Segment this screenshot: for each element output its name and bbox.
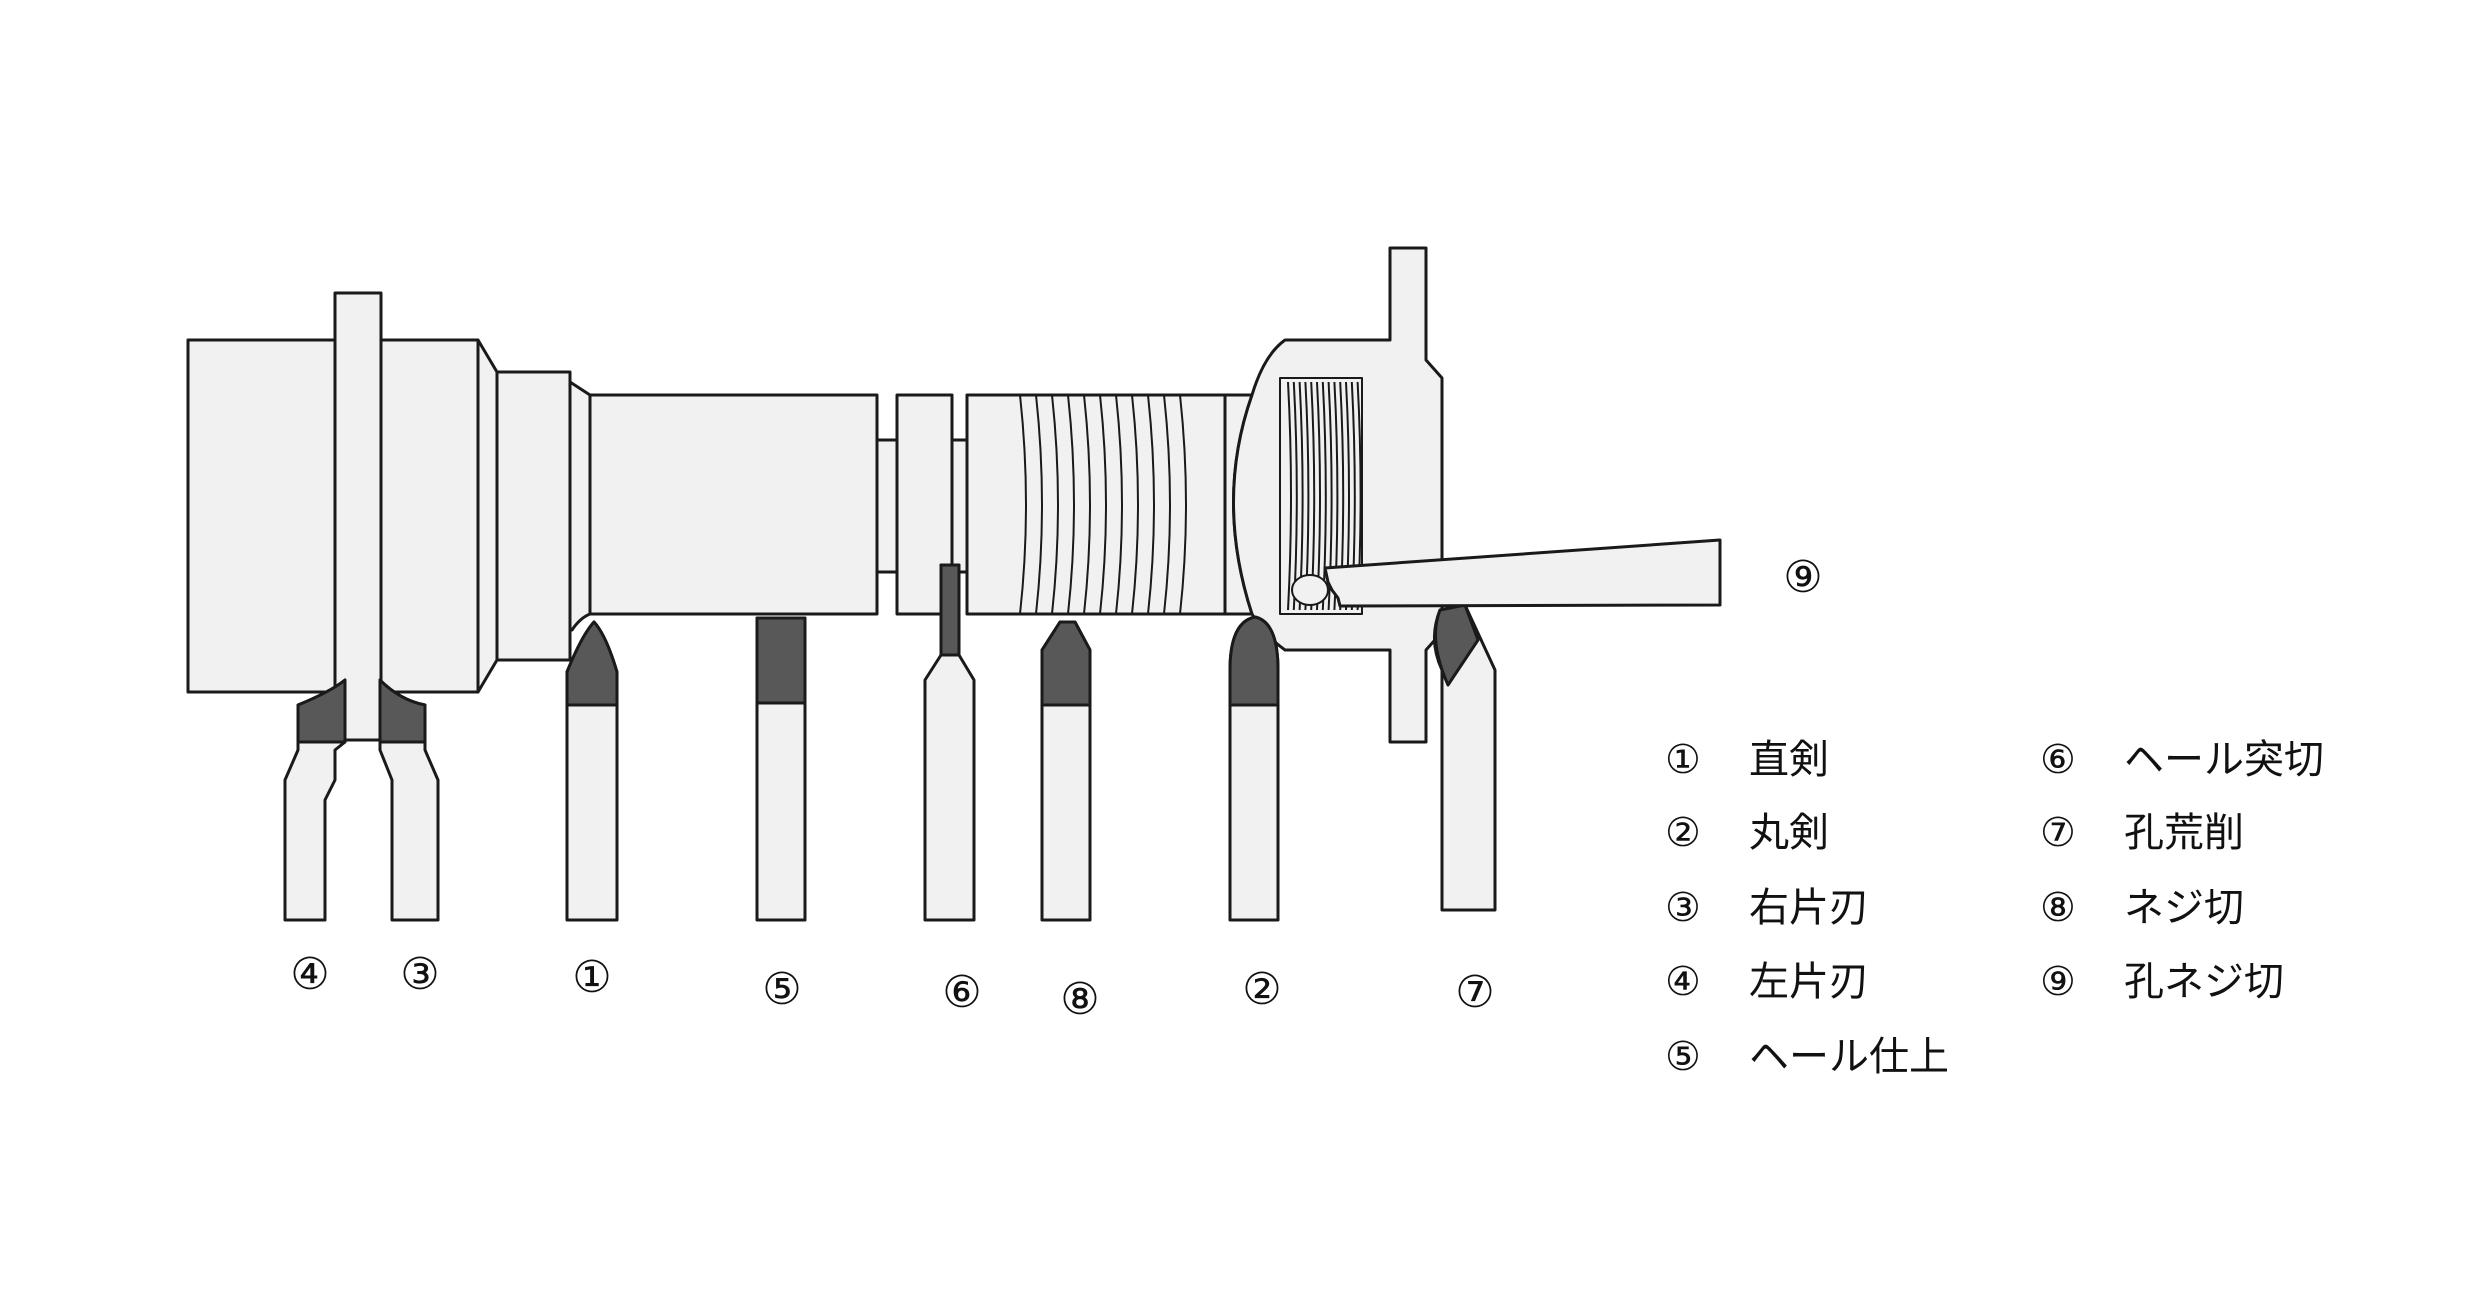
legend-item: ⑥ ヘール突切: [2040, 740, 2324, 780]
thread-line: [1147, 394, 1155, 615]
legend-number: ⑦: [2040, 810, 2076, 856]
tool-5-tip: [755, 616, 807, 705]
thread-line: [1179, 394, 1187, 615]
thread-line: [1099, 394, 1107, 615]
neck-2: [950, 438, 969, 574]
legend-label: 右片刃: [1749, 885, 1869, 931]
thread-line: [1163, 394, 1171, 615]
thread-line: [1083, 394, 1091, 615]
legend-item: ⑨ 孔ネジ切: [2040, 962, 2284, 1002]
legend-label: 直剣: [1749, 737, 1829, 783]
tool-1-straight: [565, 620, 619, 922]
legend-label: ネジ切: [2124, 885, 2244, 931]
bore-thread-line: [1287, 381, 1292, 611]
legend-number: ③: [1665, 885, 1701, 931]
legend-number: ⑧: [2040, 885, 2076, 931]
legend-item: ② 丸剣: [1665, 813, 1829, 853]
legend-label: ヘール突切: [2124, 737, 2324, 783]
tool-number-9: ⑨: [1783, 552, 1823, 603]
legend-label: 孔荒削: [2124, 810, 2244, 856]
tool-8-tip: [1040, 620, 1092, 707]
tool-7-bore-rough: [1433, 603, 1497, 912]
tool-number-1: ①: [572, 952, 612, 1003]
large-cylinder: [186, 338, 480, 694]
tool-6-heel-parting: [923, 563, 976, 922]
legend-number: ⑥: [2040, 737, 2076, 783]
tool-3-right-side: [378, 678, 440, 922]
thread-line: [1067, 394, 1075, 615]
tool-number-3: ③: [400, 949, 440, 1000]
legend-number: ④: [1665, 959, 1701, 1005]
tool-6-tip: [939, 563, 961, 657]
external-thread: [1019, 394, 1187, 615]
legend-number: ⑨: [2040, 959, 2076, 1005]
tool-4-tip: [296, 678, 347, 744]
legend-number: ②: [1665, 810, 1701, 856]
tool-number-2: ②: [1242, 964, 1282, 1015]
tool-4-left-side: [283, 291, 383, 922]
thread-line: [1051, 394, 1059, 615]
tool-5-heel-finish: [755, 616, 807, 922]
workpiece: [186, 246, 1444, 744]
tool-2-round: [1228, 615, 1280, 922]
thread-line: [1115, 394, 1123, 615]
tool-number-4: ④: [290, 949, 330, 1000]
legend-item: ① 直剣: [1665, 740, 1829, 780]
legend-label: 孔ネジ切: [2124, 959, 2284, 1005]
thread-line: [1035, 394, 1043, 615]
neck-1: [875, 438, 899, 574]
tool-4-flange: [333, 291, 383, 742]
step-section: [495, 370, 572, 662]
legend-item: ③ 右片刃: [1665, 888, 1869, 928]
legend-label: 丸剣: [1749, 810, 1829, 856]
tool-9-bore-threading: [1291, 538, 1722, 608]
tool-number-7: ⑦: [1455, 967, 1495, 1018]
main-shaft: [588, 393, 879, 616]
chamfer-step: [476, 338, 499, 694]
legend-item: ⑦ 孔荒削: [2040, 813, 2244, 853]
legend-item: ④ 左片刃: [1665, 962, 1869, 1002]
threaded-shaft: [965, 393, 1227, 616]
legend-number: ⑤: [1665, 1034, 1701, 1080]
legend-label: 左片刃: [1749, 959, 1869, 1005]
thread-line: [1019, 394, 1027, 615]
tool-3-tip: [378, 678, 427, 744]
tool-8-threading: [1040, 620, 1092, 922]
tool-number-8: ⑧: [1060, 974, 1100, 1025]
legend-item: ⑤ ヘール仕上: [1665, 1037, 1949, 1077]
tool-2-tip: [1228, 615, 1280, 707]
tool-7-tip: [1434, 603, 1480, 687]
tool-9-tip: [1291, 574, 1329, 606]
tool-number-5: ⑤: [762, 964, 802, 1015]
legend-item: ⑧ ネジ切: [2040, 888, 2244, 928]
legend-number: ①: [1665, 737, 1701, 783]
legend-label: ヘール仕上: [1749, 1034, 1949, 1080]
tool-1-tip: [565, 620, 619, 707]
tool-9-bar: [1323, 538, 1722, 608]
tool-number-6: ⑥: [942, 967, 982, 1018]
thread-line: [1131, 394, 1139, 615]
fillet-section: [568, 380, 592, 632]
